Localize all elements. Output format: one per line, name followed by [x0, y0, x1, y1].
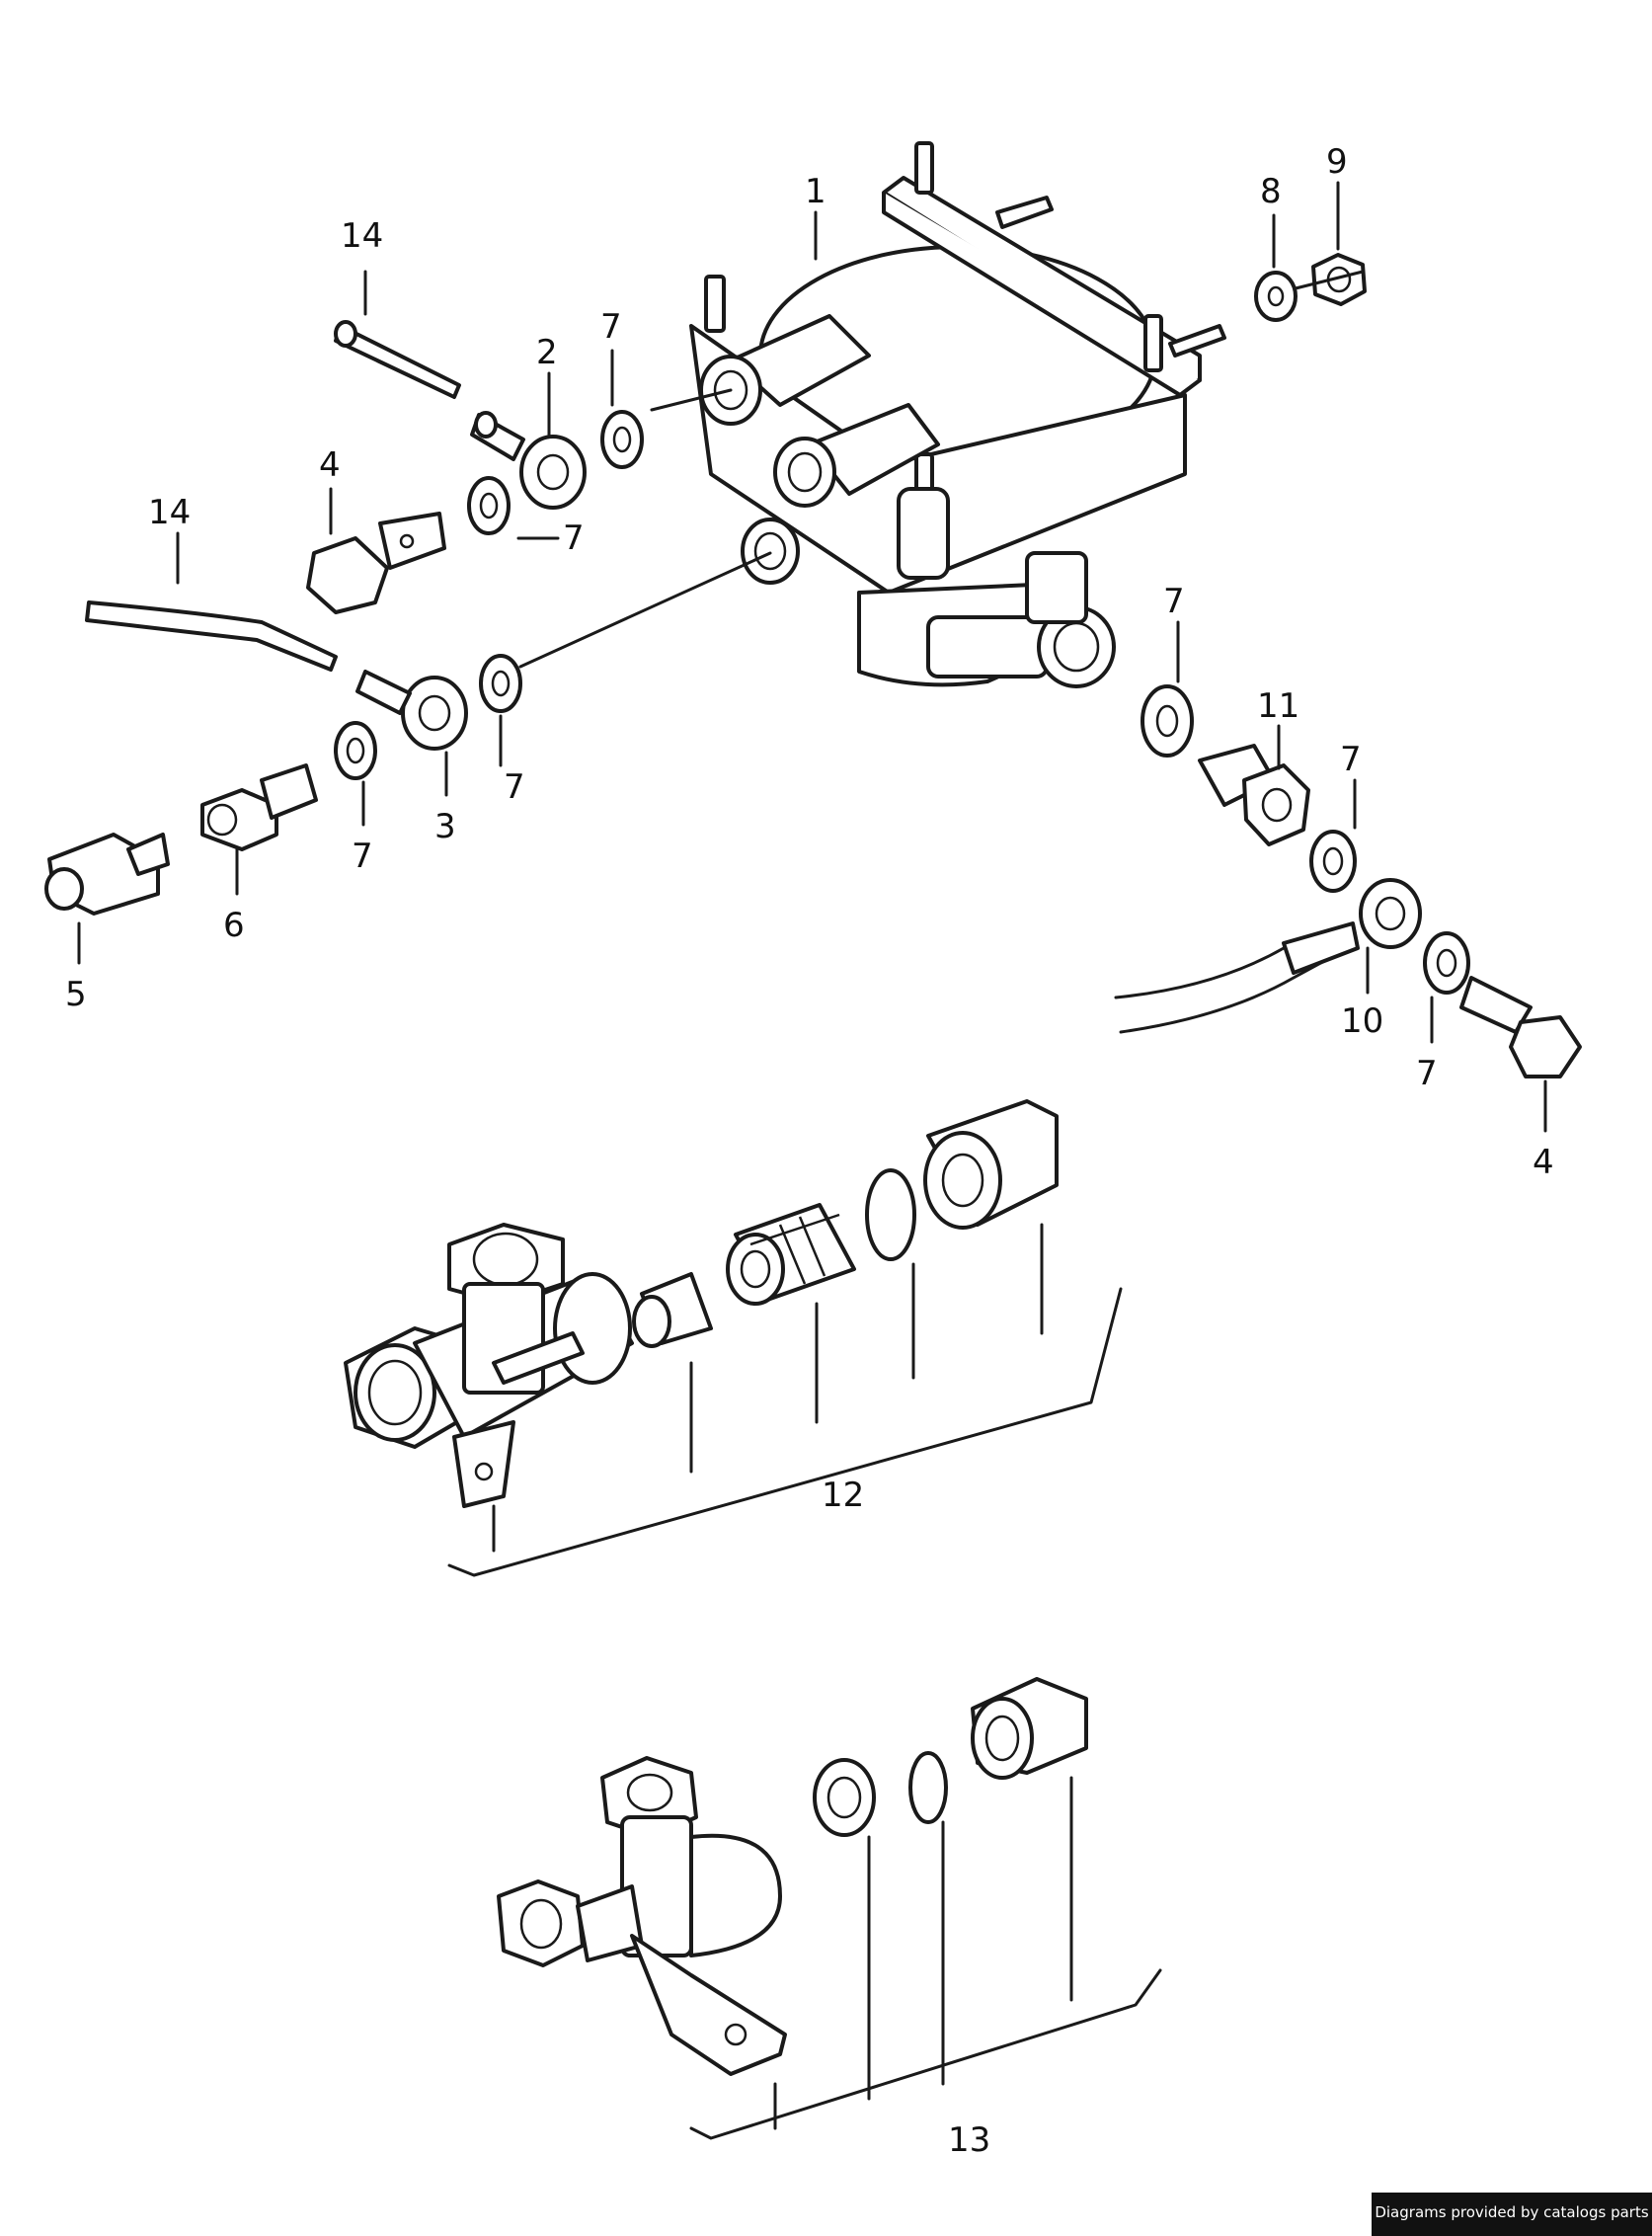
fitting-part-6 [200, 763, 318, 851]
callout-1: 1 [805, 172, 826, 211]
washer-part-7-e [1141, 684, 1194, 758]
callout-14-lower: 14 [148, 493, 191, 532]
nut-part-9 [1311, 253, 1367, 306]
washer-part-7-b [467, 476, 511, 535]
callout-10: 10 [1341, 1001, 1383, 1041]
callout-6: 6 [223, 906, 245, 945]
hose-part-14-lower [85, 600, 338, 672]
callout-14-upper: 14 [341, 216, 383, 256]
connector-assembly-part-13 [497, 1677, 1088, 2076]
callout-7-f: 7 [1340, 740, 1362, 779]
sensor-part-5 [44, 833, 170, 916]
washer-part-7-f [1309, 830, 1357, 893]
banjo-fitting-part-3 [355, 670, 468, 751]
hose-part-14-upper [334, 320, 461, 399]
washer-part-7-d [334, 721, 377, 780]
banjo-fitting-part-2 [470, 411, 587, 510]
filter-assembly-part-12 [344, 1099, 1059, 1508]
callout-4-left: 4 [319, 445, 341, 485]
brake-line-part-10 [1114, 878, 1422, 1034]
washer-part-8 [1254, 271, 1298, 322]
callout-7-g: 7 [1416, 1054, 1438, 1093]
callout-7-b: 7 [563, 519, 585, 558]
washer-part-7-c [479, 654, 522, 713]
valve-body-part-1 [689, 141, 1226, 688]
callout-8: 8 [1260, 172, 1282, 211]
callout-9: 9 [1326, 142, 1348, 182]
callout-12: 12 [822, 1476, 864, 1515]
callout-11: 11 [1257, 686, 1299, 726]
assembly-bracket-13 [689, 1776, 1162, 2140]
callout-4-right: 4 [1533, 1143, 1554, 1182]
banjo-bolt-part-4-left [306, 512, 446, 614]
callout-5: 5 [65, 975, 87, 1014]
credit-text: Diagrams provided by catalogs parts [1375, 2203, 1649, 2221]
callout-7-a: 7 [600, 307, 622, 347]
callout-13: 13 [948, 2120, 990, 2160]
union-part-11 [1198, 744, 1310, 846]
washer-part-7-a [600, 410, 644, 469]
washer-part-7-g [1423, 931, 1470, 995]
credit-banner: Diagrams provided by catalogs parts [1372, 2193, 1652, 2236]
leader-lines [77, 181, 1547, 1133]
callout-7-d: 7 [352, 837, 373, 876]
callout-7-c: 7 [504, 767, 525, 807]
assembly-bracket-12 [447, 1223, 1123, 1577]
banjo-bolt-part-4-right [1459, 976, 1582, 1078]
callout-labels: 1 2 3 4 4 5 6 7 7 7 7 7 7 7 8 9 10 11 12… [65, 142, 1554, 2160]
callout-3: 3 [434, 807, 456, 846]
callout-7-e: 7 [1163, 582, 1185, 621]
callout-2: 2 [536, 333, 558, 372]
